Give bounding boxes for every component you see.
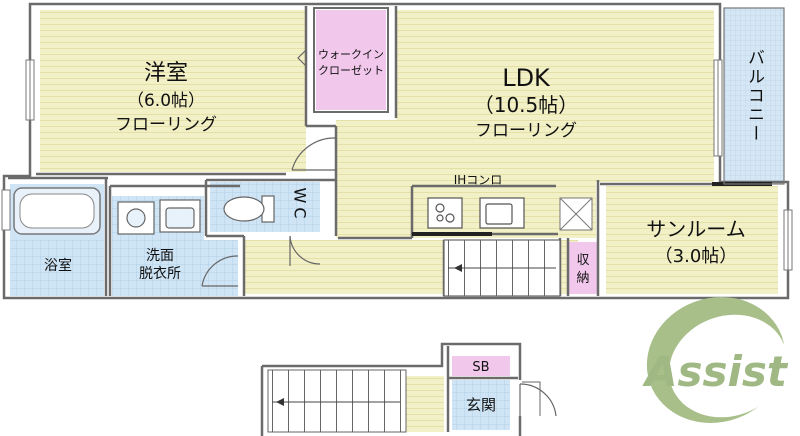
closet-label-2: クローゼット [318, 64, 384, 77]
sink-icon [479, 197, 525, 229]
ldk-size: （10.5帖） [474, 93, 579, 117]
entrance-floor [452, 380, 510, 430]
washbasin-icon [159, 199, 201, 233]
western-room-floor [40, 10, 306, 172]
balcony-label: バルコニー [744, 49, 764, 144]
divider [412, 232, 492, 236]
entrance-label: 玄関 [466, 396, 496, 414]
ldk-name: LDK [502, 64, 551, 92]
western-room-size: （6.0帖） [127, 91, 205, 111]
storage-floor [568, 242, 598, 294]
ldk-floor-lower [336, 120, 596, 238]
storage-label-2: 納 [576, 271, 589, 286]
balcony-frame [723, 7, 785, 185]
storage-label-1: 収 [576, 253, 589, 268]
ih-stove-label: IHコンロ [454, 173, 503, 187]
western-room-floor-type: フローリング [115, 115, 217, 135]
bath-label: 浴室 [44, 257, 72, 274]
sunroom-name: サンルーム [646, 217, 745, 241]
walk-in-closet-floor [316, 10, 386, 110]
balcony-floor [724, 8, 784, 184]
bathtub-icon [13, 187, 101, 235]
washroom-label-2: 脱衣所 [139, 266, 181, 282]
assist-logo: Assist [642, 297, 789, 423]
washroom-label-1: 洗面 [146, 248, 174, 264]
bath-floor [10, 240, 104, 296]
shoe-box-floor [452, 356, 510, 376]
staircase-lower [267, 369, 407, 433]
stove-icon [427, 197, 463, 229]
ventilation-icon [559, 197, 593, 231]
windows [1, 59, 793, 271]
sunroom-size: （3.0帖） [655, 246, 738, 267]
staircase-upper [443, 239, 561, 297]
sunroom-floor [606, 186, 778, 294]
washing-machine-icon [117, 201, 155, 235]
washroom-floor [112, 240, 238, 296]
western-room-name: 洋室 [144, 61, 188, 86]
closet-label-1: ウォークイン [318, 48, 384, 61]
shoe-box-label: SB [472, 360, 489, 375]
ldk-floor-type: フローリング [475, 121, 577, 141]
toilet-label: WC [291, 188, 310, 223]
toilet-icon [223, 195, 275, 223]
doors [201, 49, 337, 287]
logo-text: Assist [642, 347, 789, 396]
lower-floor [260, 342, 557, 436]
